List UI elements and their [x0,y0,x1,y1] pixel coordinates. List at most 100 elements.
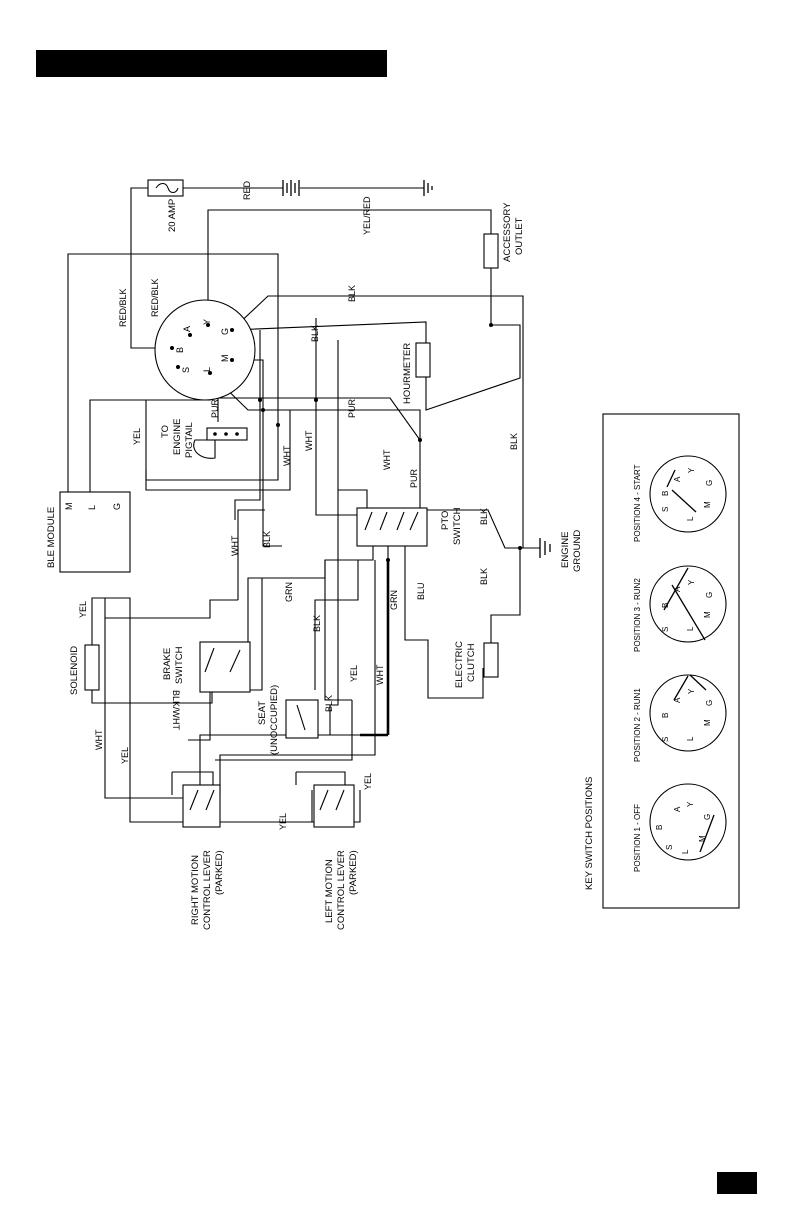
wire-pur-pto: PUR [409,468,419,488]
p4-g: G [705,480,714,486]
p4-b: B [661,491,670,496]
rotated-labels: BLE MODULE M L G SOLENOID BRAKE SWITCH S… [46,180,714,930]
p3-b: B [661,603,670,608]
hourmeter-label: HOURMETER [402,343,413,404]
wire-blk-brake: BLK [262,531,272,548]
wire-pur-mid: PUR [347,398,357,418]
p3-y: Y [687,579,696,585]
p1-s: S [665,845,674,850]
engine-pigtail-label-1: TO [160,425,171,438]
brake-switch [199,641,251,693]
ignition-switch [154,299,256,401]
key-position-diagrams [649,455,727,861]
p1-a: A [673,806,682,812]
blk-wht-label-group: BLK/WHT [171,690,181,731]
p1-l: L [681,849,690,854]
wire-blk-top: BLK [347,285,357,302]
p3-s: S [661,627,670,632]
page-number-tab [717,1172,757,1194]
electric-clutch-label-1: ELECTRIC [454,641,465,688]
wire-yel-engine: YEL [132,428,142,445]
engine-pigtail-label-2: ENGINE [172,419,183,455]
wire-yel-left2: YEL [363,773,373,790]
ble-module-label: BLE MODULE [46,507,57,568]
wire-red-blk-1: RED/BLK [118,288,128,327]
wire-red-blk-2: RED/BLK [150,278,160,317]
battery-ground-symbol [423,180,433,196]
accessory-outlet-label-2: OUTLET [514,217,525,255]
right-lever-label-3: (PARKED) [214,850,225,895]
p4-l: L [686,516,695,521]
wire-blk-wht: BLK/WHT [171,690,181,731]
wire-yel-seat: YEL [349,665,359,682]
wire-grn-2: GRN [389,590,399,610]
term-l: L [202,367,212,372]
wire-blk-g: BLK [310,325,320,342]
wire-wht-sol: WHT [94,729,104,750]
wire-yel-sol: YEL [78,601,88,618]
splice-dots [258,323,522,562]
left-lever-label-1: LEFT MOTION [324,859,335,923]
p3-m: M [703,611,712,618]
p1-m: M [698,835,707,842]
position-4-label: POSITION 4 - START [633,464,642,542]
p2-m: M [703,719,712,726]
fuse [147,179,184,197]
p4-m: M [703,501,712,508]
wire-blk-right: BLK [509,433,519,450]
seat-label-1: SEAT [257,701,268,725]
ble-terminal-m: M [64,503,74,511]
engine-ground-symbol [539,538,551,558]
wire-wht-1: WHT [282,445,292,466]
p4-a: A [673,476,682,482]
wire-wht-3: WHT [382,449,392,470]
p3-l: L [686,626,695,631]
solenoid-label: SOLENOID [69,646,80,695]
key-switch-positions-label: KEY SWITCH POSITIONS [584,777,595,890]
position-2-label: POSITION 2 - RUN1 [633,688,642,762]
wire-wht-left: WHT [375,664,385,685]
p2-l: L [686,736,695,741]
accessory-outlet [483,233,499,269]
term-s: S [181,367,191,373]
pto-switch [356,507,428,547]
p4-s: S [661,507,670,512]
ble-terminal-l: L [87,505,97,510]
p2-g: G [705,700,714,706]
left-lever-label-3: (PARKED) [348,850,359,895]
term-g: G [220,328,230,335]
accessory-outlet-label-1: ACCESSORY [502,202,513,262]
p1-g: G [703,814,712,820]
position-1-label: POSITION 1 - OFF [633,804,642,872]
battery [282,180,300,196]
term-a: A [182,326,192,332]
right-lever-switch [182,784,221,828]
p4-y: Y [687,467,696,473]
pto-switch-label-1: PTO [440,511,451,530]
p2-a: A [673,697,682,703]
wire-blk-clutch: BLK [479,568,489,585]
solenoid [84,644,100,691]
p3-a: A [673,586,682,592]
key-switch-positions-box [602,413,740,909]
term-y: Y [202,319,212,325]
electric-clutch [483,642,499,678]
wire-wht-4: WHT [230,535,240,556]
left-lever-label-2: CONTROL LEVER [336,850,347,930]
brake-switch-label-2: SWITCH [174,646,185,684]
wire-grn-1: GRN [284,582,294,602]
ble-module [59,491,131,573]
engine-ground-label-1: ENGINE [560,532,571,568]
p2-b: B [661,713,670,718]
wire-yel-left1: YEL [278,813,288,830]
wire-blu: BLU [416,582,426,600]
wire-wht-2: WHT [304,430,314,451]
wire-yel-red: YEL/RED [362,196,372,235]
position-3-label: POSITION 3 - RUN2 [633,578,642,652]
wire-blk-seat2: BLK [324,695,334,712]
electric-clutch-label-2: CLUTCH [466,643,477,682]
engine-ground-label-2: GROUND [572,530,583,572]
p1-b: B [655,825,664,830]
ignition-terminals [170,323,234,375]
